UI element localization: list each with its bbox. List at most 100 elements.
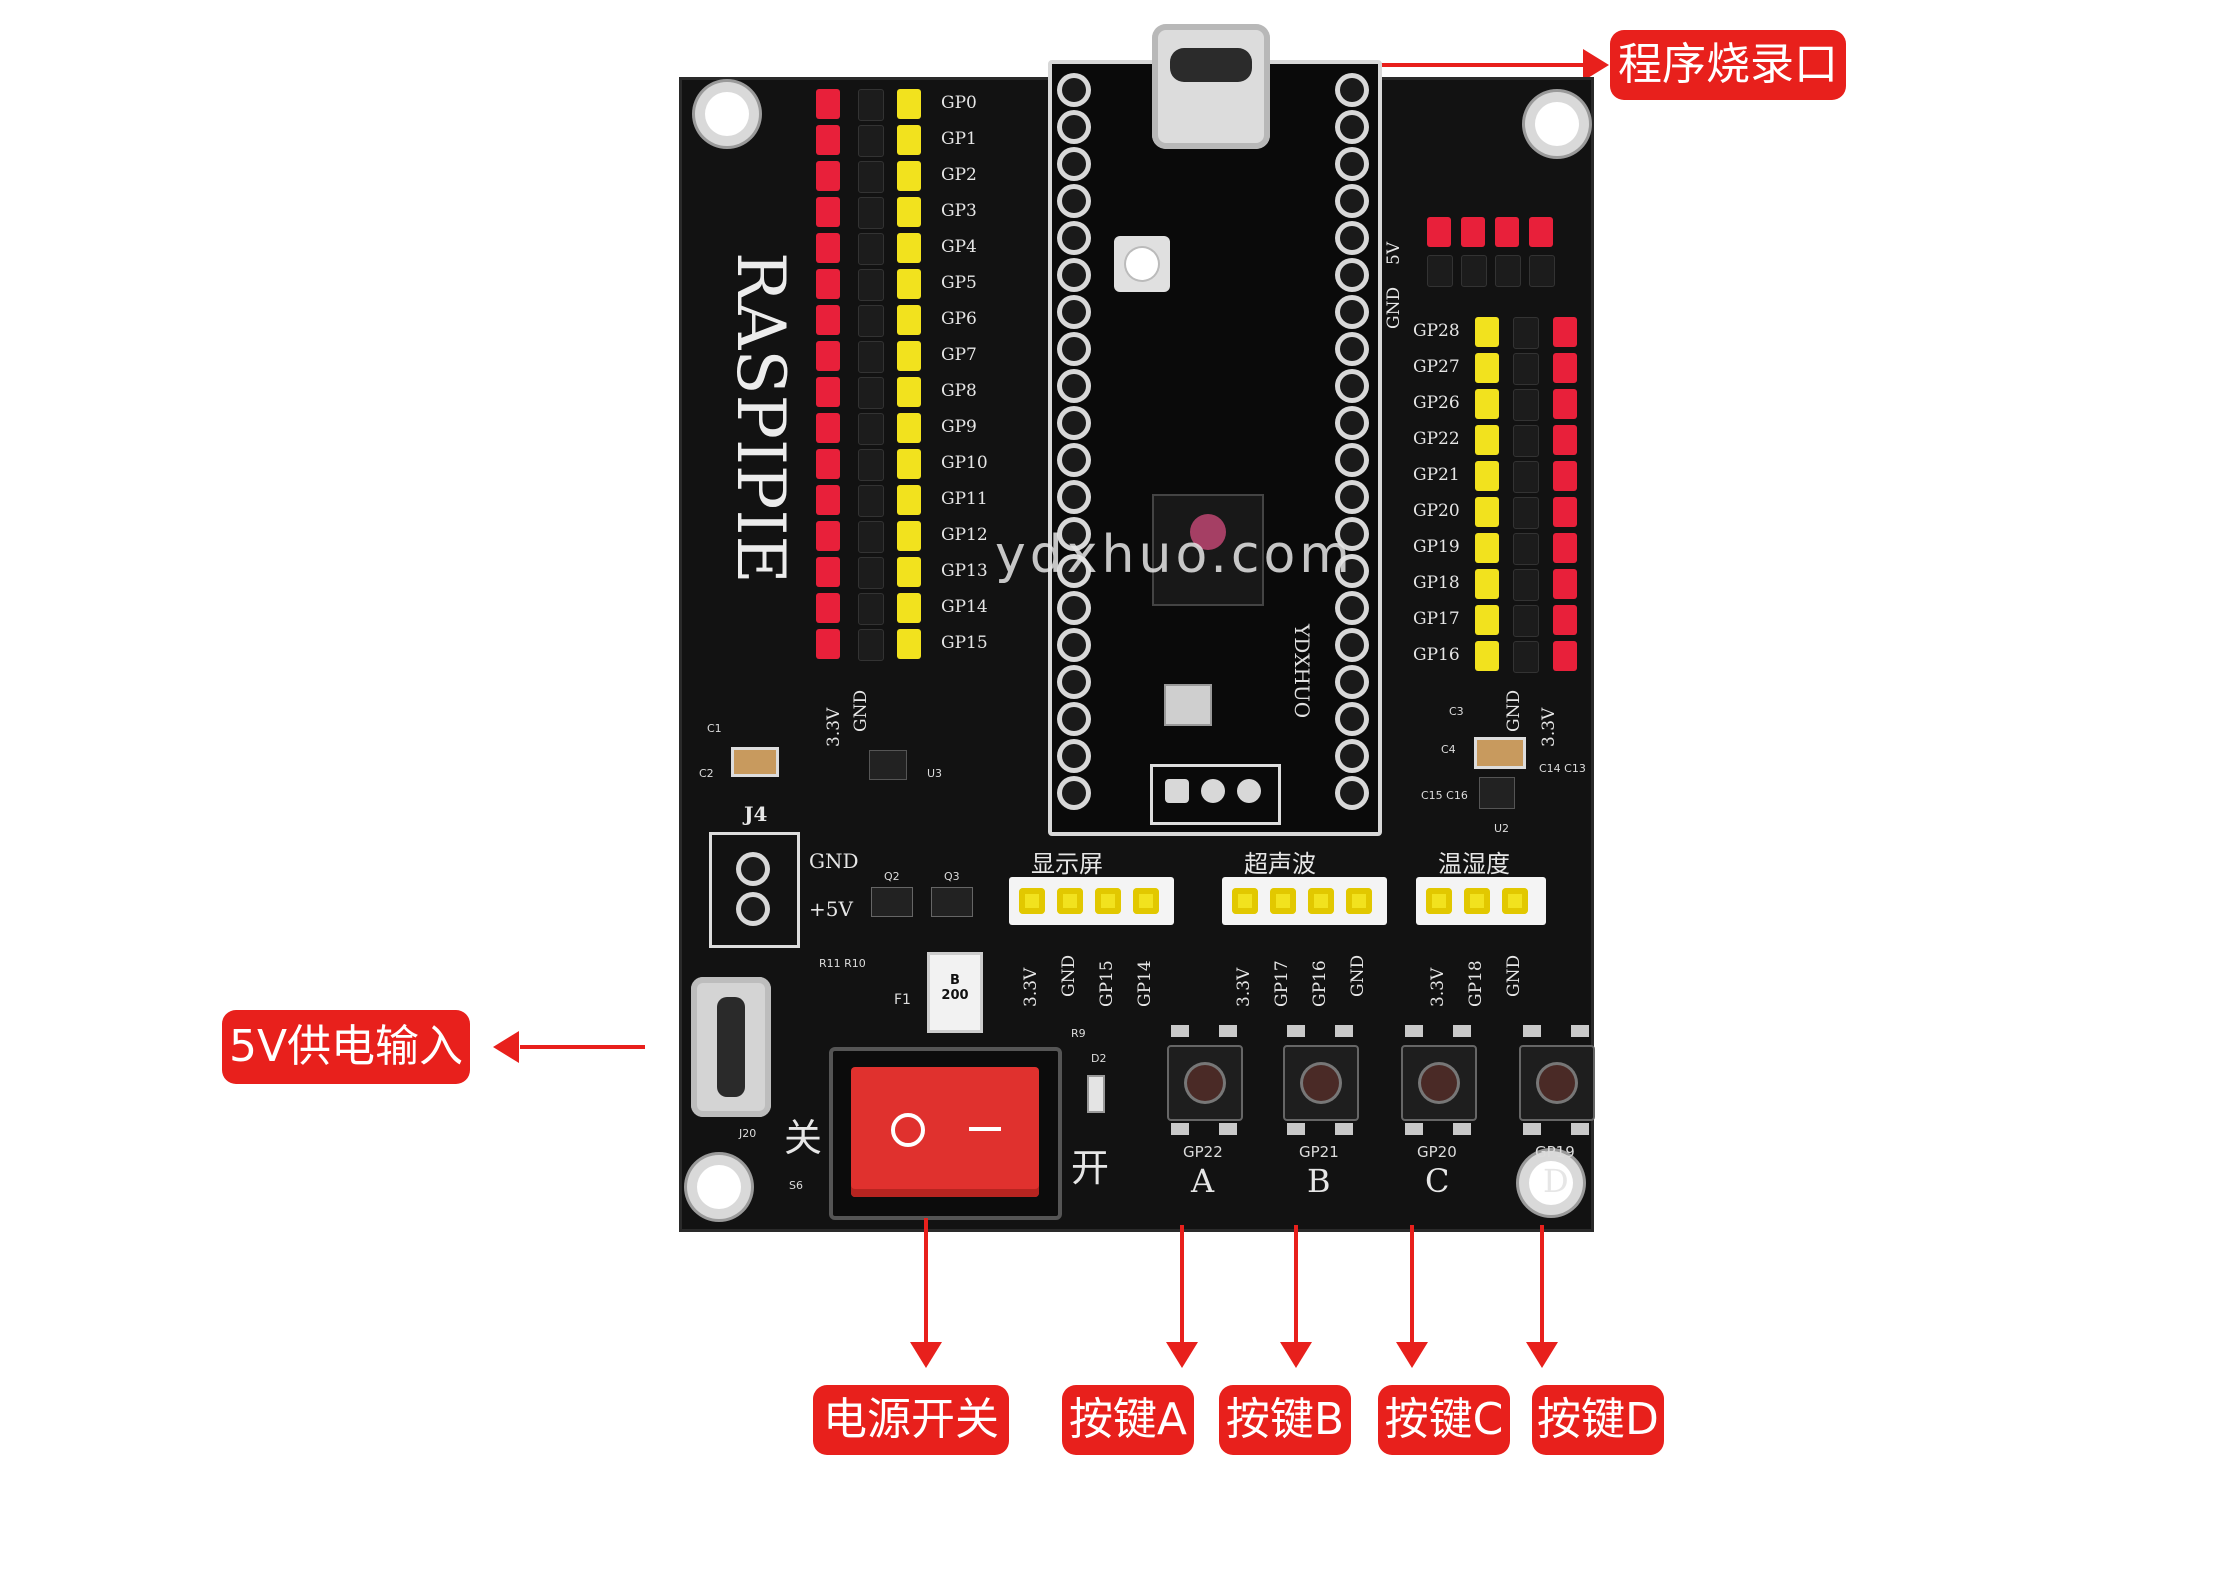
module-pin-hole-right — [1340, 337, 1364, 361]
right-yellow-pin — [1475, 425, 1499, 455]
power-switch-arrow-line — [924, 1218, 928, 1343]
left-gp-label: GP2 — [941, 165, 977, 185]
module-pin-hole-left — [1062, 596, 1086, 620]
right-gp-label: GP22 — [1413, 429, 1460, 449]
left-gp-label: GP1 — [941, 129, 977, 149]
push-button-leg — [1405, 1025, 1423, 1037]
header-pin — [1308, 888, 1334, 914]
fuse-f1: B 200 — [927, 952, 983, 1033]
left-3v3-label: 3.3V — [824, 707, 844, 747]
left-gp-label: GP5 — [941, 273, 977, 293]
module-pin-hole-right — [1340, 78, 1364, 102]
ref-c3: C3 — [1449, 705, 1464, 718]
push-button-leg — [1335, 1025, 1353, 1037]
module-pin-hole-left — [1062, 522, 1086, 546]
right-gp-label: GP21 — [1413, 465, 1460, 485]
key-a-arrow-line — [1180, 1225, 1184, 1343]
push-button-leg — [1335, 1123, 1353, 1135]
key-b-arrow-line — [1294, 1225, 1298, 1343]
power-switch-rocker[interactable] — [851, 1067, 1039, 1197]
left-red-pin — [816, 629, 840, 659]
ref-c4: C4 — [1441, 743, 1456, 756]
switch-on-label: 开 — [1071, 1146, 1110, 1190]
right-red-pin — [1553, 317, 1577, 347]
ref-f1: F1 — [894, 992, 911, 1008]
module-usb-c-port[interactable] — [1152, 24, 1270, 149]
ref-j20: J20 — [739, 1127, 757, 1140]
left-black-pin — [858, 557, 884, 589]
left-yellow-pin — [897, 341, 921, 371]
push-button[interactable] — [1519, 1045, 1595, 1121]
raspberry-logo-icon — [1190, 514, 1226, 550]
boot-button[interactable] — [1114, 236, 1170, 292]
push-button-leg — [1571, 1025, 1589, 1037]
left-black-pin — [858, 305, 884, 337]
ref-c2: C2 — [699, 767, 714, 780]
push-button-leg — [1453, 1025, 1471, 1037]
right-top-black-pin — [1461, 255, 1487, 287]
header-pin-label: GP18 — [1466, 960, 1486, 1007]
button-letter-label: A — [1191, 1162, 1215, 1200]
key-c-callout: 按键C — [1378, 1385, 1510, 1455]
module-pin-hole-right — [1340, 596, 1364, 620]
right-black-pin — [1513, 569, 1539, 601]
module-pin-hole-left — [1062, 300, 1086, 324]
gnd-power-label: GND — [809, 849, 859, 873]
right-black-pin — [1513, 353, 1539, 385]
right-black-pin — [1513, 605, 1539, 637]
right-yellow-pin — [1475, 569, 1499, 599]
right-top-red-pin — [1529, 217, 1553, 247]
ref-s6: S6 — [789, 1179, 803, 1192]
left-red-pin — [816, 377, 840, 407]
header-pin — [1426, 888, 1452, 914]
left-red-pin — [816, 593, 840, 623]
header-pin — [1095, 888, 1121, 914]
header-title: 超声波 — [1244, 850, 1316, 878]
module-pin-hole-right — [1340, 226, 1364, 250]
right-yellow-pin — [1475, 533, 1499, 563]
right-gp-label: GP28 — [1413, 321, 1460, 341]
ref-c14-c13: C14 C13 — [1539, 762, 1586, 775]
left-red-pin — [816, 89, 840, 119]
mounting-hole-bottom-right — [1529, 1161, 1573, 1205]
module-pin-hole-left — [1062, 263, 1086, 287]
transistor-q2 — [871, 887, 913, 917]
left-gp-label: GP13 — [941, 561, 988, 581]
debug-pin-1 — [1165, 779, 1189, 803]
header-pin — [1133, 888, 1159, 914]
push-button[interactable] — [1167, 1045, 1243, 1121]
module-pin-hole-left — [1062, 226, 1086, 250]
led-d2 — [1087, 1075, 1105, 1113]
header-pin-label: GND — [1348, 954, 1368, 997]
push-button-leg — [1453, 1123, 1471, 1135]
ref-q2: Q2 — [884, 870, 900, 883]
right-top-gnd-label: GND — [1384, 286, 1404, 329]
module-label: YDXHUO — [1290, 624, 1314, 719]
left-red-pin — [816, 125, 840, 155]
crystal-y1 — [1164, 684, 1212, 726]
ref-r11-r10: R11 R10 — [819, 957, 866, 970]
left-gp-label: GP12 — [941, 525, 988, 545]
header-pin — [1019, 888, 1045, 914]
module-pin-hole-right — [1340, 559, 1364, 583]
key-c-arrow-head — [1396, 1342, 1428, 1368]
left-black-pin — [858, 161, 884, 193]
ref-c15-c16: C15 C16 — [1421, 789, 1468, 802]
header-pin — [1057, 888, 1083, 914]
capacitor-c1 — [731, 747, 779, 777]
header-title: 温湿度 — [1438, 850, 1510, 878]
left-gp-label: GP3 — [941, 201, 977, 221]
left-red-pin — [816, 233, 840, 263]
module-pin-hole-right — [1340, 374, 1364, 398]
module-pin-hole-right — [1340, 300, 1364, 324]
push-button[interactable] — [1283, 1045, 1359, 1121]
left-yellow-pin — [897, 89, 921, 119]
left-yellow-pin — [897, 557, 921, 587]
push-button-leg — [1571, 1123, 1589, 1135]
power-switch-housing[interactable] — [829, 1047, 1062, 1220]
left-gnd-label: GND — [851, 689, 871, 732]
push-button-leg — [1523, 1123, 1541, 1135]
rp2040-chip — [1152, 494, 1264, 606]
debug-header — [1150, 764, 1281, 825]
push-button[interactable] — [1401, 1045, 1477, 1121]
